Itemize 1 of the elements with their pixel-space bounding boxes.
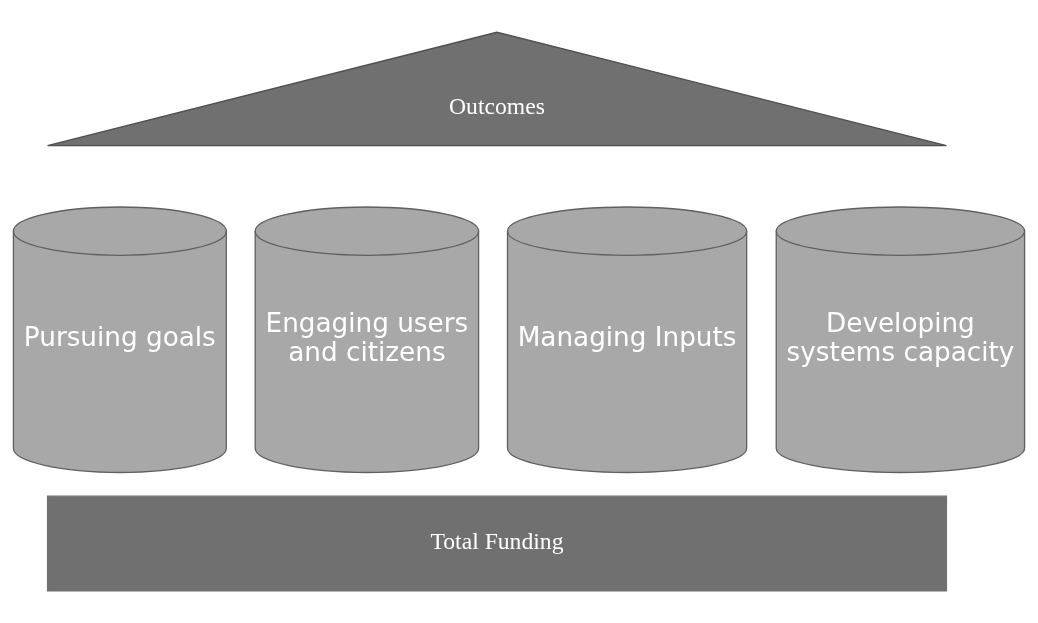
node-box: Total Funding: [46, 495, 948, 592]
